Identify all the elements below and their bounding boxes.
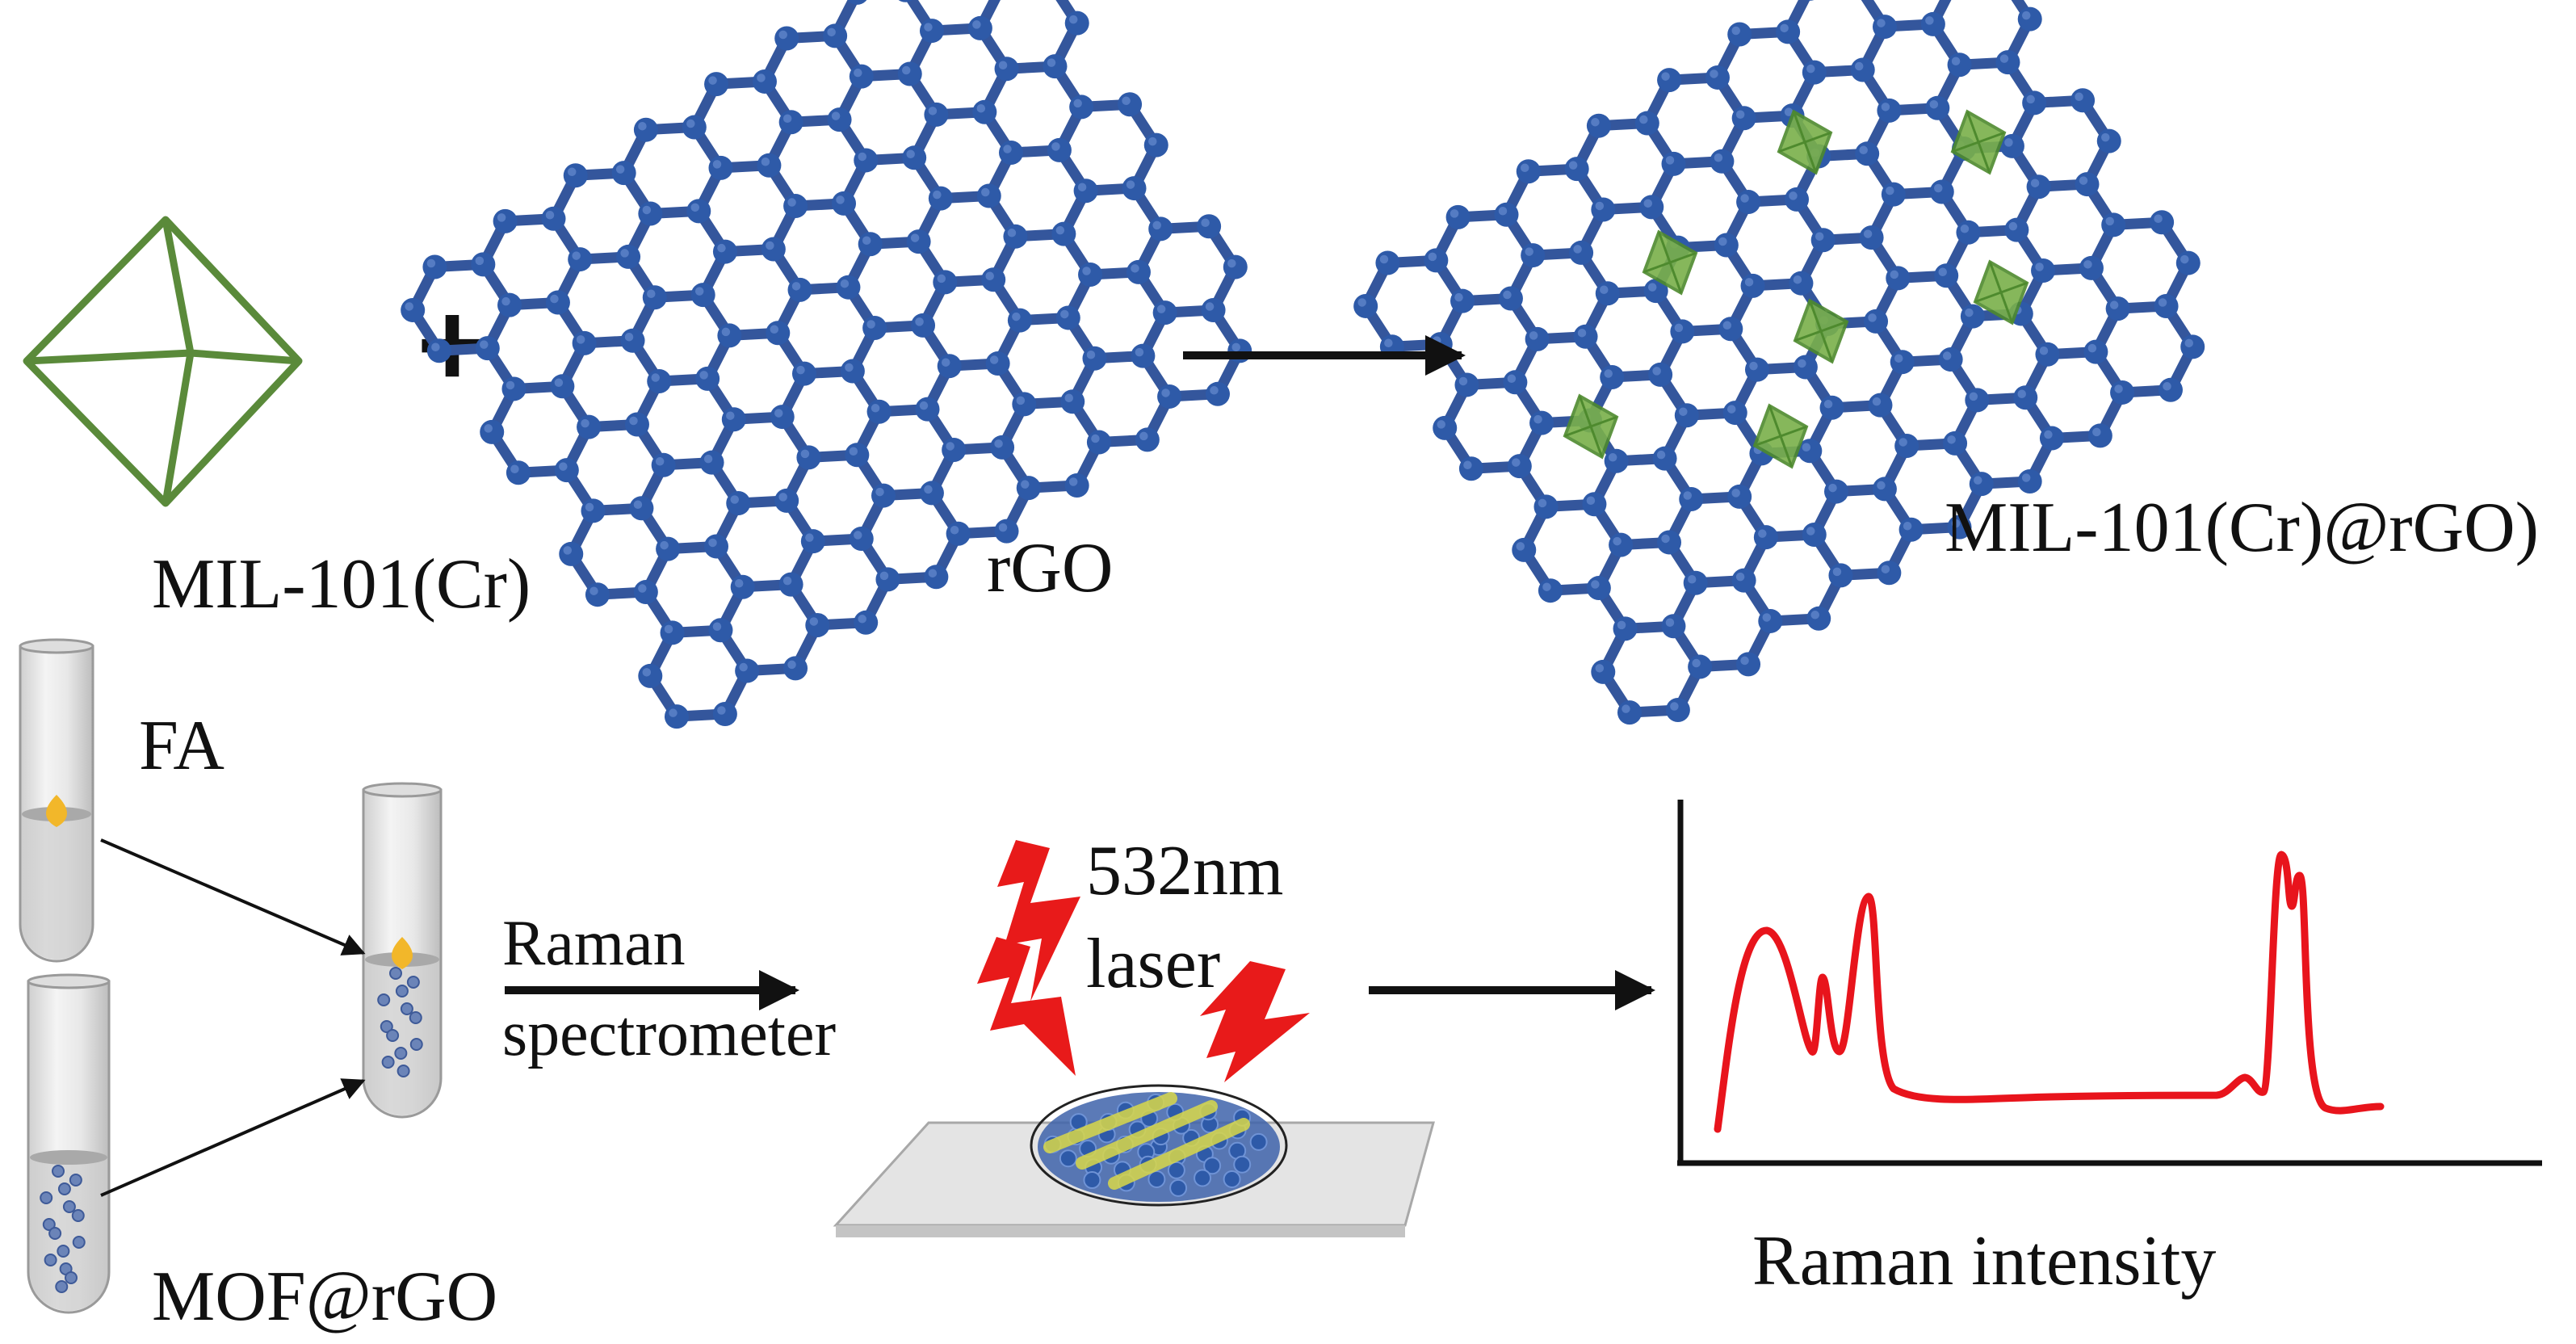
composite-graphene-sheet-icon [1353,0,2205,725]
octahedron-icon [23,216,303,507]
graphene-sheet-icon [401,0,1252,729]
spectrometer-label: spectrometer [502,998,837,1069]
composite-label: MIL-101(Cr)@rGO) [1945,489,2539,567]
laser-label: laser [1086,925,1221,1003]
mil-label: MIL-101(Cr) [152,545,531,624]
fa-to-mix-arrow [100,838,366,956]
raman-label: Raman [502,908,686,979]
test-tube-icon [362,782,443,1119]
intensity-label: Raman intensity [1752,1222,2217,1300]
mof-rgo-label: MOF@rGO [152,1258,498,1336]
sample-spot [1030,1084,1288,1207]
test-tube-icon [27,973,111,1314]
wavelength-label: 532nm [1086,832,1284,910]
mof-to-mix-arrow [100,1078,366,1197]
rgo-label: rGO [987,529,1114,607]
mof-crystals-on-sheet [1563,109,2029,469]
raman-spectrum-curve [1714,850,2385,1133]
test-tube-icon [19,638,94,963]
lightning-icon [977,840,1310,1082]
fa-label: FA [139,707,224,785]
spectrum-axes [1677,800,2542,1166]
